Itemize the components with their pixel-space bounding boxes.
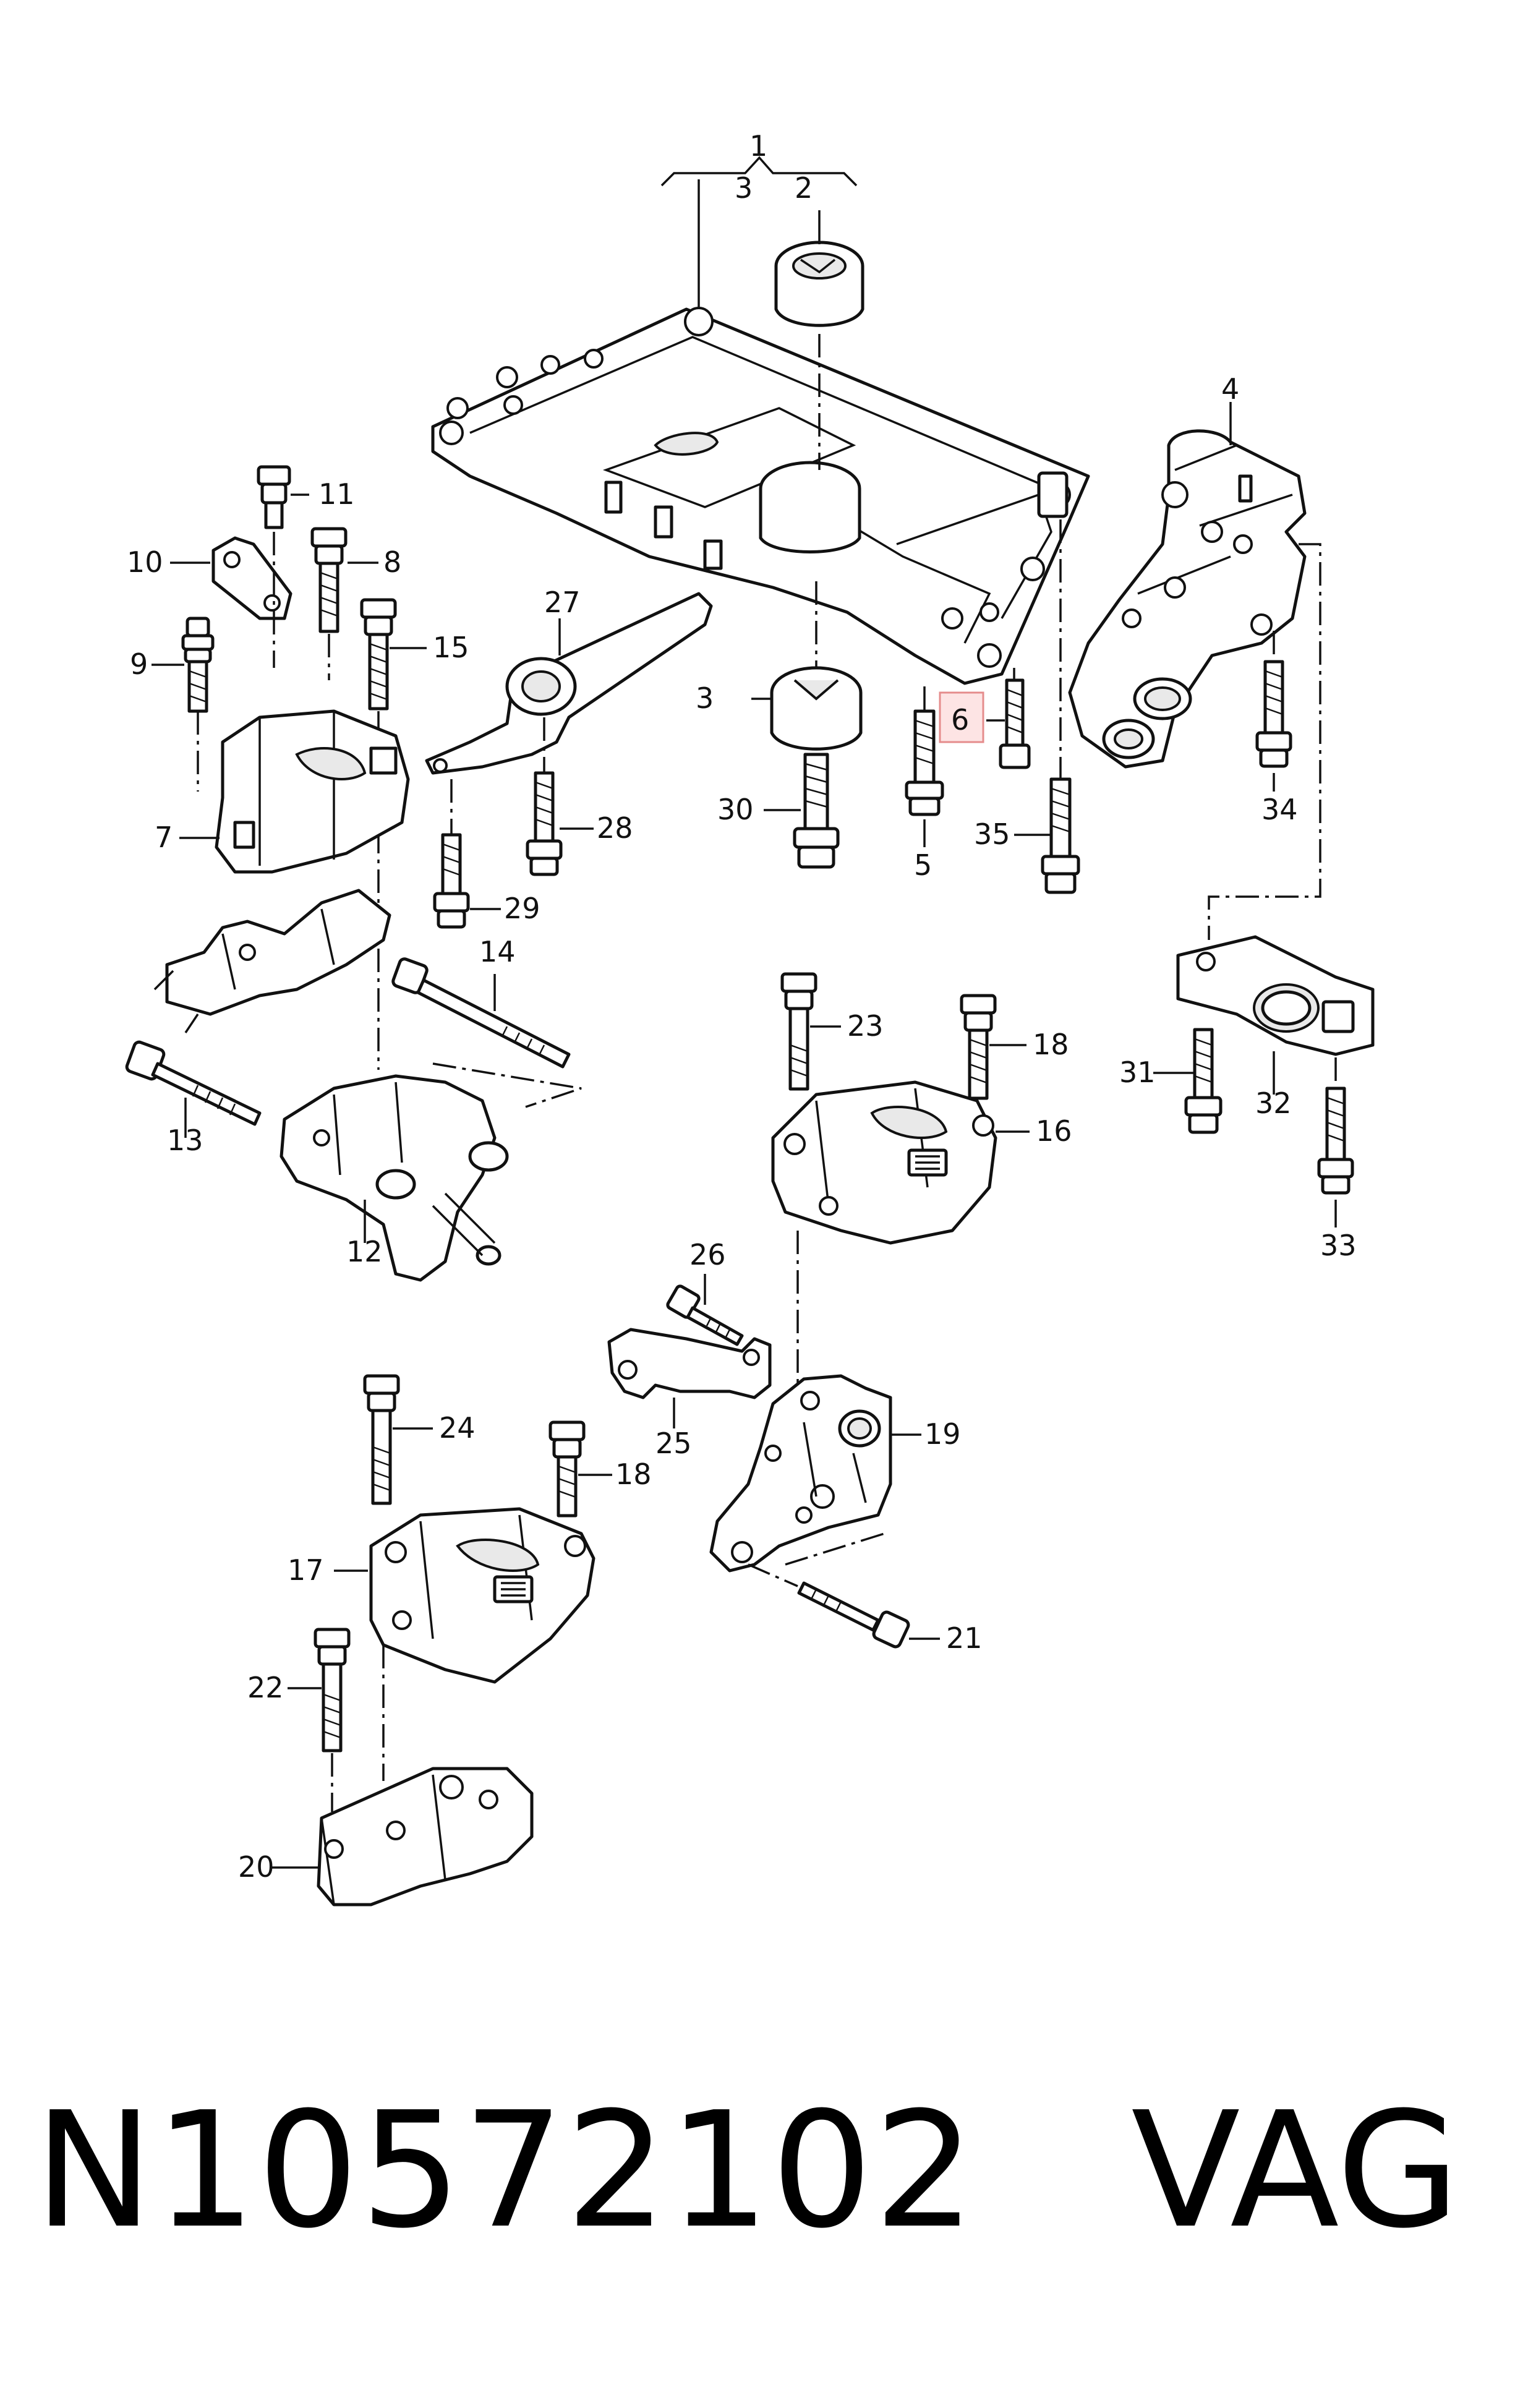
callout-labels: 1 3 2 4 11 10 8 27 15 9 3 6 30 34 28 7 3…: [127, 129, 1357, 1884]
callout-8: 8: [383, 545, 401, 579]
callout-30: 30: [717, 793, 754, 826]
callout-18-upper: 18: [1033, 1028, 1069, 1061]
callout-33: 33: [1320, 1229, 1357, 1262]
engine-mount-17: [334, 1507, 595, 1781]
callout-31: 31: [1119, 1056, 1156, 1089]
callout-24: 24: [439, 1411, 476, 1445]
torque-link-27: [425, 592, 713, 775]
bracket-12: [280, 1074, 509, 1282]
bolt-14: [391, 957, 582, 1108]
callout-3-lower: 3: [696, 681, 714, 715]
callout-34: 34: [1261, 793, 1298, 826]
callout-6: 6: [951, 703, 969, 736]
bracket-10: [170, 532, 292, 668]
callout-32: 32: [1255, 1087, 1292, 1120]
bolt-28: [526, 717, 594, 876]
bolt-8: [310, 527, 378, 680]
callout-27: 27: [544, 586, 581, 619]
bolt-23: [780, 972, 841, 1091]
bracket-25: [607, 1328, 772, 1428]
bolt-31: [1153, 1028, 1223, 1134]
callout-18-lower: 18: [615, 1458, 652, 1491]
bolt-9: [152, 617, 215, 792]
callout-14: 14: [479, 935, 516, 968]
engine-mount-16: [771, 1080, 1030, 1385]
callout-7: 7: [155, 821, 173, 854]
callout-9: 9: [130, 647, 148, 681]
callout-22: 22: [247, 1671, 284, 1704]
mount-bushing-lower: [751, 666, 863, 751]
bracket-19: [709, 1374, 921, 1573]
bolt-34: [1255, 631, 1292, 792]
bolt-21: [748, 1563, 940, 1649]
callout-11: 11: [318, 477, 355, 511]
footer: N10572102 VAG: [34, 2078, 1493, 2263]
bolt-30: [764, 581, 840, 869]
brand-label: VAG: [1131, 2078, 1461, 2263]
callout-12: 12: [346, 1235, 383, 1268]
bolt-6: [939, 668, 1031, 769]
callout-15: 15: [433, 631, 469, 664]
callout-23: 23: [847, 1009, 884, 1043]
callout-29: 29: [504, 892, 540, 925]
callout-19: 19: [924, 1417, 961, 1451]
subframe: [431, 307, 1090, 685]
part-number: N10572102: [34, 2078, 977, 2263]
bolt-5: [905, 686, 944, 847]
engine-bracket: [153, 889, 391, 1033]
callout-35: 35: [974, 818, 1010, 851]
callout-6-highlight: [939, 691, 984, 743]
bolt-18-lower: [548, 1420, 612, 1518]
bolt-33: [1317, 1057, 1354, 1227]
callout-21: 21: [946, 1621, 983, 1655]
bolt-24: [363, 1374, 433, 1505]
bolt-18-upper: [960, 994, 1026, 1100]
callout-1-bracket: [660, 156, 858, 309]
callout-10: 10: [127, 545, 163, 579]
mount-bushing-top: [774, 210, 864, 470]
bolt-22: [288, 1628, 351, 1812]
bolt-29: [433, 779, 501, 929]
callout-28: 28: [597, 811, 633, 845]
bracket-32: [1176, 543, 1375, 1095]
callout-4: 4: [1221, 372, 1239, 406]
callout-17: 17: [288, 1553, 324, 1587]
callout-13: 13: [167, 1124, 203, 1157]
callout-20: 20: [238, 1850, 275, 1884]
bolt-35: [1014, 519, 1080, 894]
bolt-11: [257, 465, 309, 529]
bracket-20: [272, 1767, 534, 1906]
callout-16: 16: [1036, 1114, 1072, 1148]
bolt-26: [666, 1274, 744, 1346]
engine-mount-7: [179, 709, 410, 874]
callout-5: 5: [914, 848, 932, 882]
bolt-13: [125, 1040, 262, 1138]
callout-26: 26: [689, 1238, 726, 1271]
callout-1: 1: [749, 129, 767, 163]
callout-3-top: 3: [735, 171, 753, 205]
callout-25: 25: [655, 1427, 692, 1460]
bracket-4: [1068, 402, 1307, 769]
callout-2: 2: [795, 171, 813, 205]
